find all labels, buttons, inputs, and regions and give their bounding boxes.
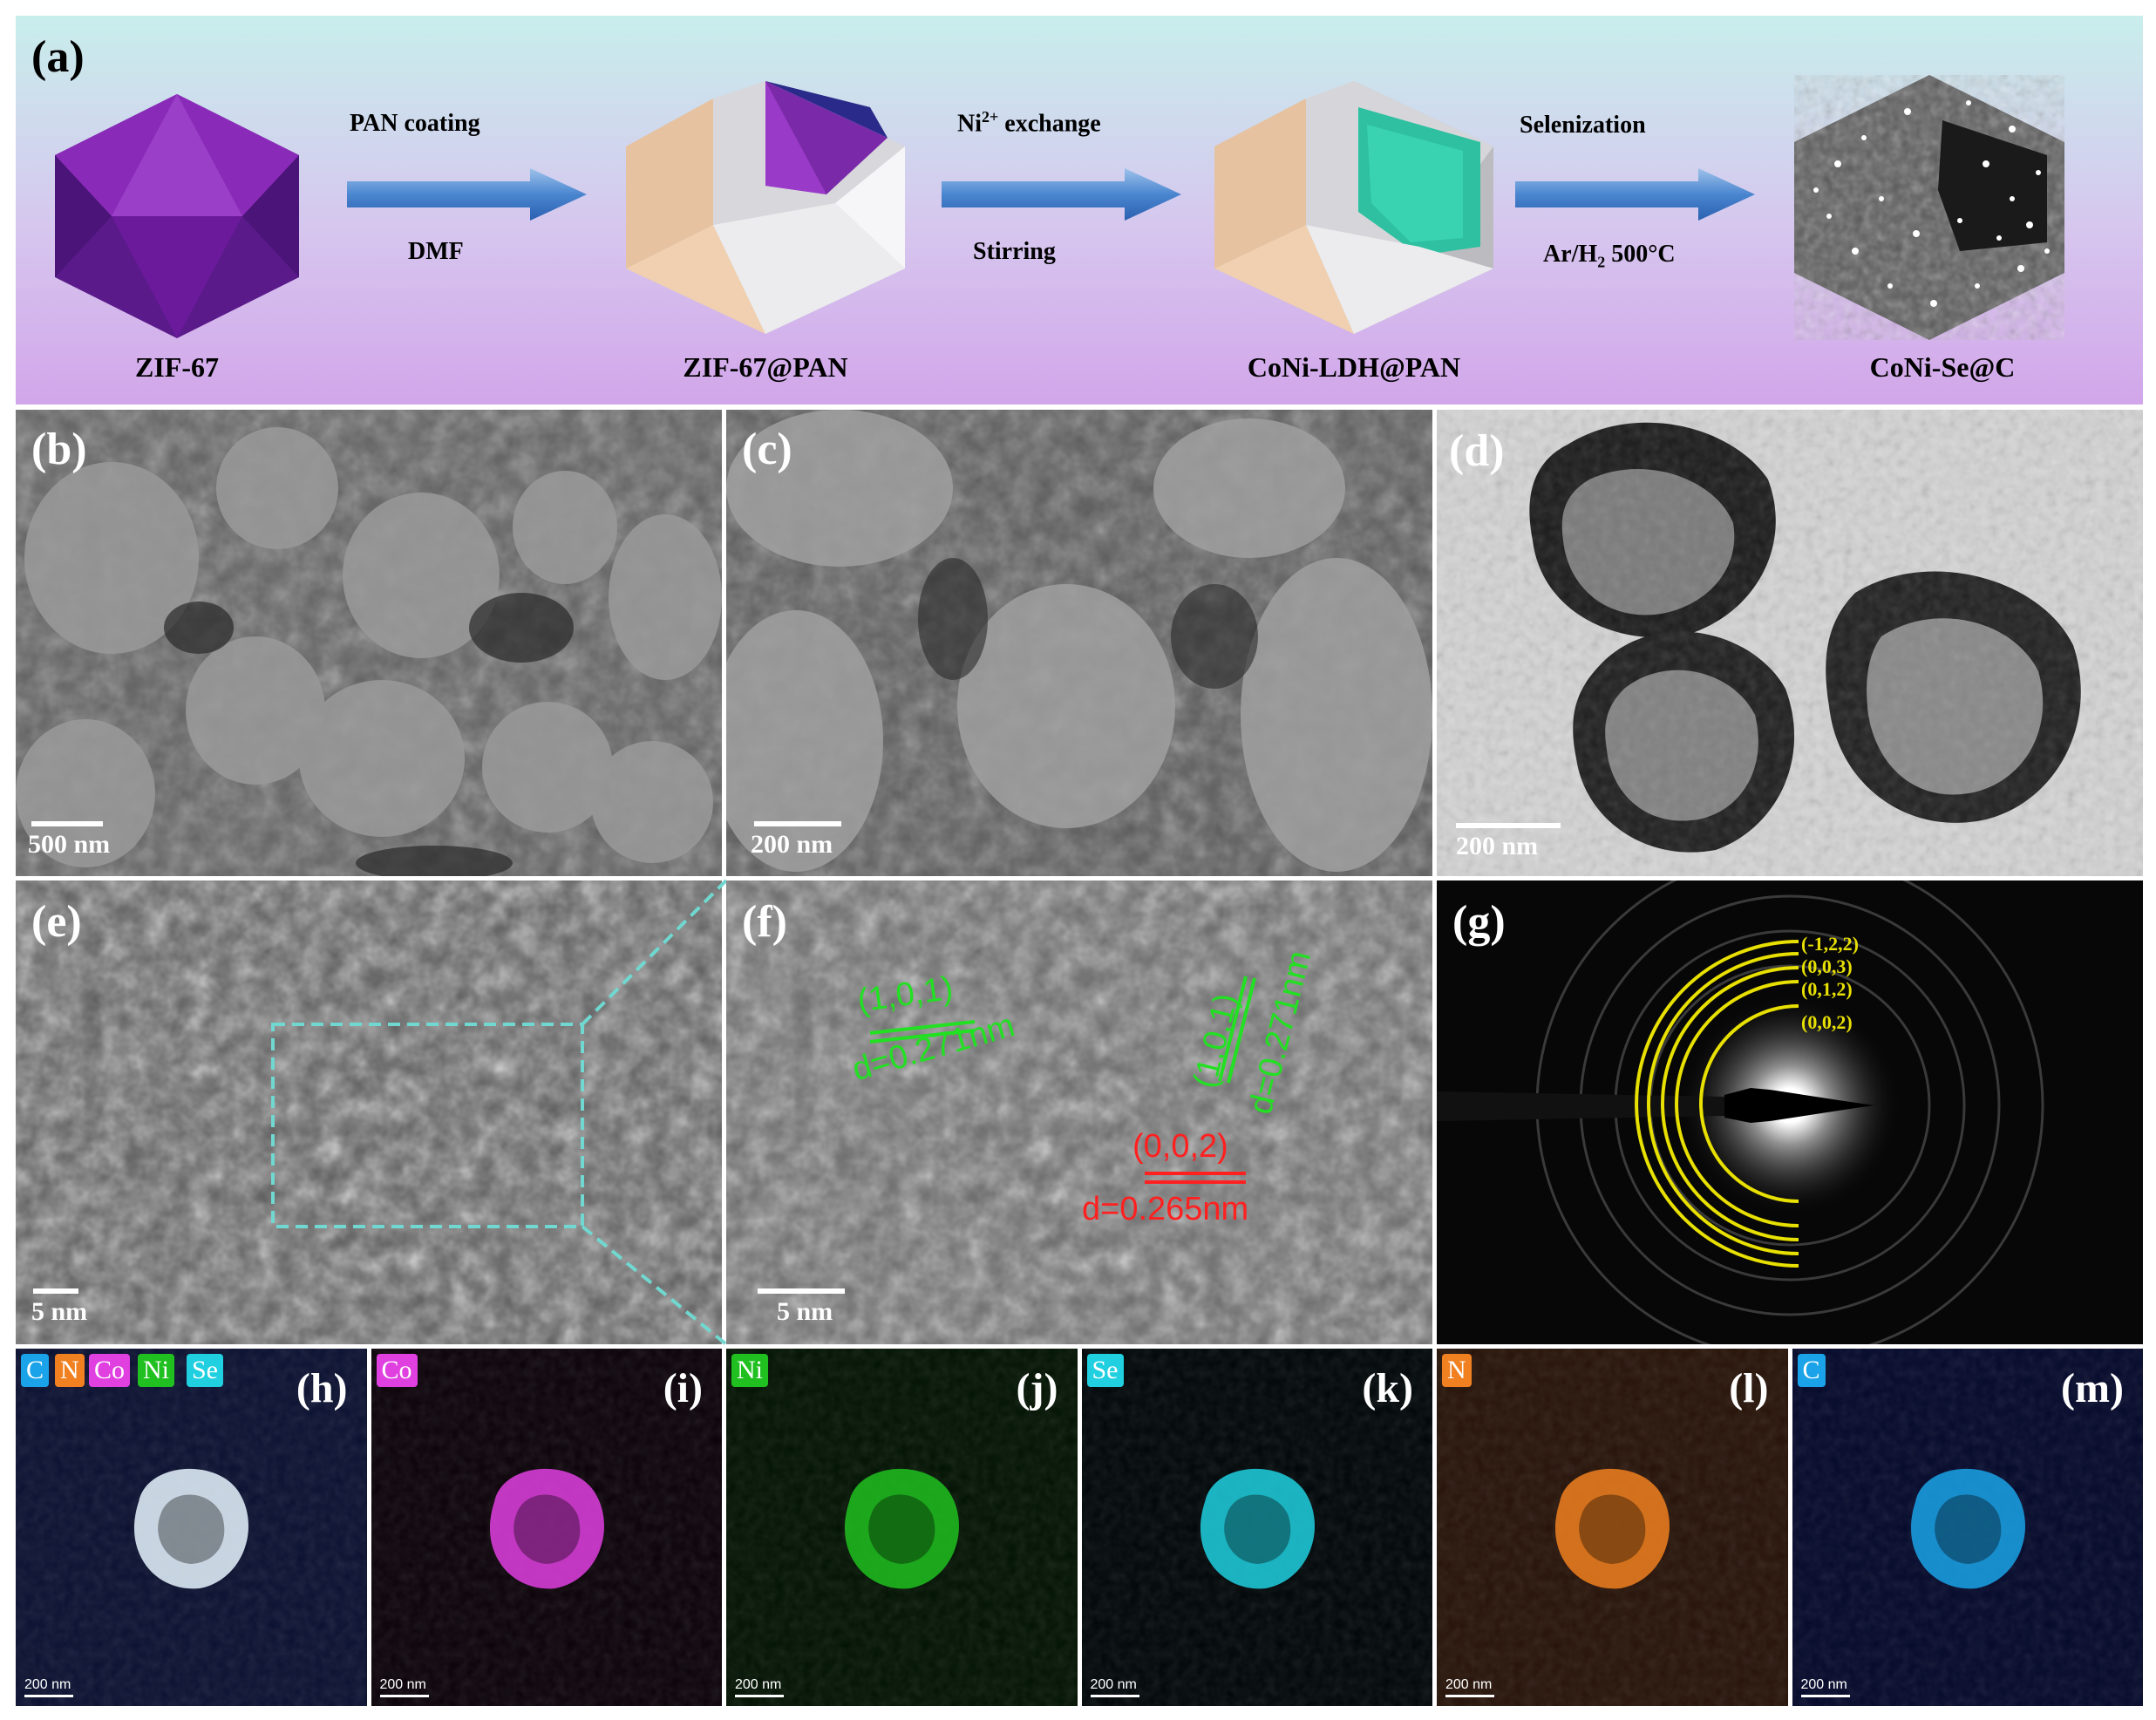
element-tag: Se	[1086, 1354, 1124, 1387]
scale-bar-label: 5 nm	[31, 1297, 88, 1326]
scale-bar-label: 200 nm	[1800, 1677, 1850, 1697]
saed-ring-label: (0,1,2)	[1801, 978, 1853, 1000]
panel-label-f: (f)	[742, 897, 787, 947]
zif67-pan-illustration	[626, 81, 905, 334]
element-tag: N	[1442, 1354, 1472, 1387]
panel-label: (h)	[296, 1365, 348, 1411]
elemental-map-particle	[1437, 1349, 1788, 1706]
arrow3-bottom-label: Ar/H2 500°C	[1543, 241, 1676, 271]
step-name-coni-ldh-pan: CoNi-LDH@PAN	[1247, 351, 1461, 383]
saed-ring-label: (0,0,2)	[1801, 1011, 1853, 1033]
panel-label-a: (a)	[31, 32, 85, 82]
eds-map-tile: Co (i) 200 nm	[371, 1349, 722, 1706]
panel-label: (i)	[663, 1365, 703, 1411]
scale-bar-text: 200 nm	[735, 1677, 782, 1692]
coni-se-c-illustration	[1794, 75, 2064, 340]
panel-label-g: (g)	[1452, 897, 1506, 947]
panel-label: (j)	[1016, 1365, 1058, 1411]
scale-bar-text: 200 nm	[379, 1677, 426, 1692]
scale-bar-text: 200 nm	[24, 1677, 71, 1692]
elemental-map-particle	[16, 1349, 367, 1706]
step-name-zif67: ZIF-67	[135, 351, 219, 383]
scale-bar-text: 200 nm	[1445, 1677, 1493, 1692]
step-name-zif67-pan: ZIF-67@PAN	[683, 351, 848, 383]
panel-label: (l)	[1729, 1365, 1769, 1411]
arrow1-top-label: PAN coating	[350, 110, 480, 137]
scale-bar-label: 200 nm	[751, 830, 833, 859]
panel-label-e: (e)	[31, 897, 82, 947]
arrow-right-icon	[1515, 168, 1755, 221]
scale-bar	[379, 1695, 429, 1697]
scale-bar	[1456, 823, 1561, 828]
saed-ring-label: (-1,2,2)	[1801, 933, 1859, 955]
saed-ring-label: (0,0,3)	[1801, 955, 1853, 977]
element-tag: N	[55, 1354, 85, 1387]
eds-map-tile: Ni (j) 200 nm	[726, 1349, 1078, 1706]
elemental-map-particle	[726, 1349, 1078, 1706]
panel-label-b: (b)	[31, 425, 87, 474]
arrow2-top-label: Ni2+ exchange	[957, 108, 1101, 138]
panel-label-c: (c)	[742, 425, 792, 474]
element-tag: C	[21, 1354, 50, 1387]
arrow1-bottom-label: DMF	[408, 238, 464, 265]
element-tag: Se	[187, 1354, 223, 1387]
scale-bar	[758, 1288, 845, 1294]
schematic-panel-a: (a) ZIF-67 PAN coating DMF ZIF-67@PAN Ni…	[16, 16, 2143, 405]
step-name-coni-se-c: CoNi-Se@C	[1869, 351, 2016, 383]
scale-bar-label: 5 nm	[777, 1297, 833, 1326]
arrow-right-icon	[942, 168, 1181, 221]
tem-image-panel-d: (d) 200 nm	[1437, 410, 2143, 876]
element-tag: Co	[89, 1354, 131, 1387]
hrtem-image-panel-f: (1,0,1) d=0.271nm (1,0,1) d=0.271nm (0,0…	[726, 880, 1432, 1344]
arrow3-top-label: Selenization	[1520, 112, 1646, 139]
element-tag: Ni	[138, 1354, 174, 1387]
scale-bar-text: 200 nm	[1800, 1677, 1847, 1692]
sem-image-panel-c: (c) 200 nm	[726, 410, 1432, 876]
eds-map-tile: Se (k) 200 nm	[1081, 1349, 1432, 1706]
scale-bar	[754, 821, 841, 826]
d-spacing-label: d=0.265nm	[1082, 1191, 1249, 1227]
scale-bar-label: 200 nm	[1445, 1677, 1494, 1697]
scale-bar	[1090, 1695, 1139, 1697]
element-tag: C	[1797, 1354, 1826, 1387]
saed-pattern-panel-g: (-1,2,2) (0,0,3) (0,1,2) (0,0,2) (g)	[1437, 880, 2143, 1344]
scale-bar	[31, 821, 103, 826]
element-tag: Co	[376, 1354, 418, 1387]
scale-bar	[1445, 1695, 1494, 1697]
lattice-plane-label: (0,0,2)	[1132, 1128, 1228, 1165]
scale-bar-label: 200 nm	[1456, 832, 1539, 860]
elemental-map-particle	[1792, 1349, 2143, 1706]
scale-bar-label: 200 nm	[1090, 1677, 1139, 1697]
coni-ldh-pan-illustration	[1214, 81, 1493, 334]
scale-bar-label: 200 nm	[735, 1677, 784, 1697]
scale-bar	[33, 1288, 78, 1294]
scale-bar-label: 500 nm	[28, 830, 111, 859]
scale-bar-label: 200 nm	[379, 1677, 429, 1697]
zif67-crystal-illustration	[55, 94, 299, 338]
eds-map-tile: C (m) 200 nm	[1792, 1349, 2143, 1706]
hrtem-image-panel-e: (e) 5 nm	[16, 880, 722, 1344]
panel-label: (k)	[1362, 1365, 1413, 1411]
scale-bar	[1800, 1695, 1850, 1697]
scale-bar-label: 200 nm	[24, 1677, 73, 1697]
scale-bar-text: 200 nm	[1090, 1677, 1137, 1692]
panel-label: (m)	[2061, 1365, 2124, 1411]
panel-label-d: (d)	[1449, 426, 1505, 476]
arrow-right-icon	[347, 168, 587, 221]
eds-map-tile: N (l) 200 nm	[1437, 1349, 1788, 1706]
arrow2-bottom-label: Stirring	[973, 238, 1056, 265]
elemental-map-particle	[1081, 1349, 1432, 1706]
scale-bar	[24, 1695, 73, 1697]
element-tag: Ni	[731, 1354, 768, 1387]
sem-image-panel-b: (b) 500 nm	[16, 410, 722, 876]
scale-bar	[735, 1695, 784, 1697]
elemental-map-particle	[371, 1349, 722, 1706]
